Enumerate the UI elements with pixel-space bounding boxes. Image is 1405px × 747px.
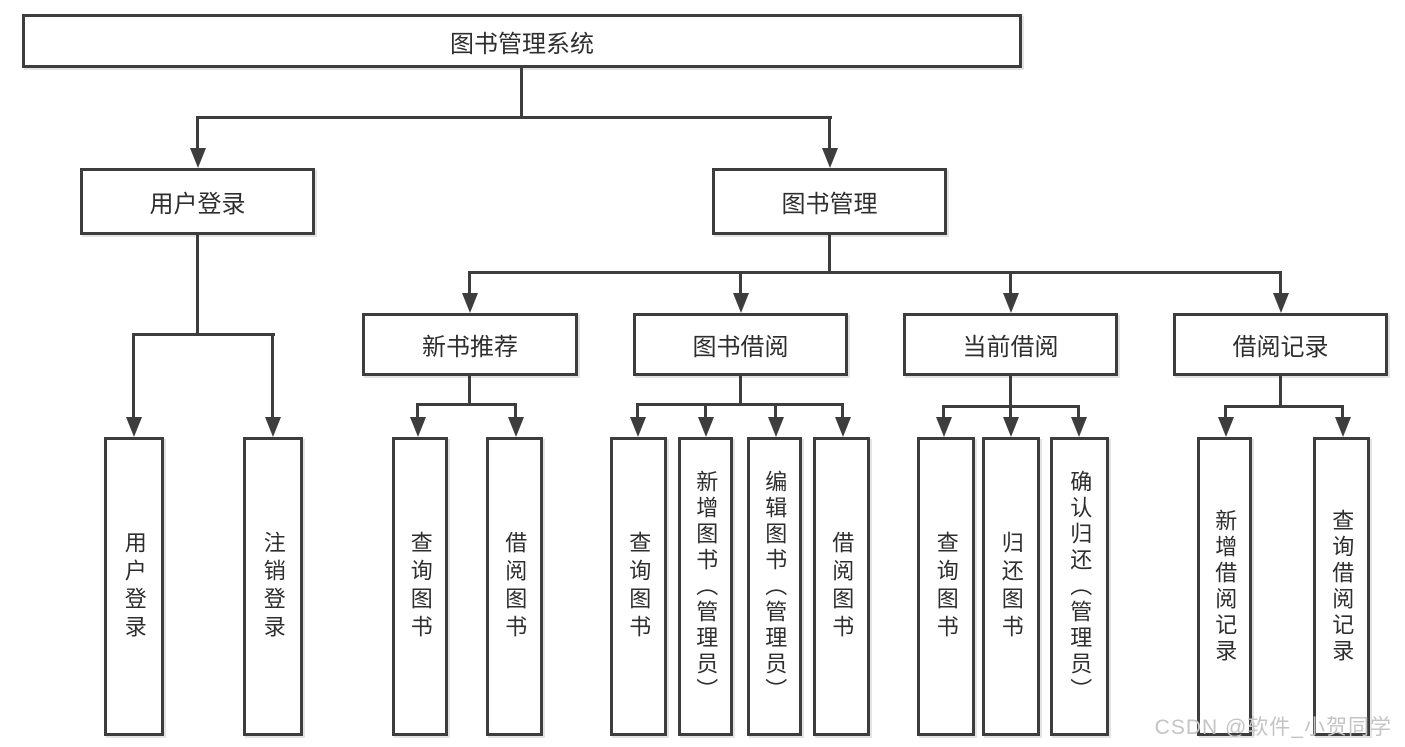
node-current-query-book: 查询图书 — [917, 437, 975, 736]
csdn-watermark: CSDN @软件_小贺同学 — [1154, 716, 1392, 739]
arrow-down-icon — [1003, 293, 1019, 313]
node-label: 注销登录 — [260, 530, 286, 643]
arrow-down-icon — [835, 417, 851, 437]
arrow-down-icon — [126, 417, 142, 437]
connector-line — [1009, 273, 1012, 293]
node-user-login: 用户登录 — [80, 168, 315, 235]
connector-line — [132, 335, 135, 417]
connector-line — [514, 405, 517, 417]
connector-line — [468, 273, 471, 293]
node-book-borrow: 图书借阅 — [633, 313, 848, 376]
connector-line — [132, 333, 275, 336]
node-records-query-record: 查询借阅记录 — [1313, 437, 1370, 736]
connector-line — [828, 235, 831, 273]
arrow-down-icon — [936, 417, 952, 437]
node-current-confirm-return-admin: 确认归还（管理员） — [1050, 437, 1109, 736]
node-current-borrow: 当前借阅 — [903, 313, 1118, 376]
node-login: 用户登录 — [104, 437, 164, 736]
arrow-down-icon — [1218, 417, 1234, 437]
connector-line — [1341, 407, 1344, 417]
arrow-down-icon — [822, 148, 838, 168]
connector-line — [416, 405, 419, 417]
node-label: 查询图书 — [407, 530, 433, 643]
node-new-book-recommend: 新书推荐 — [362, 313, 578, 376]
connector-line — [1009, 376, 1012, 407]
node-label: 查询借阅记录 — [1329, 508, 1355, 665]
node-label: 归还图书 — [998, 530, 1024, 643]
node-logout: 注销登录 — [243, 437, 303, 736]
node-borrow-edit-book-admin: 编辑图书（管理员） — [747, 437, 802, 736]
arrow-down-icon — [1003, 417, 1019, 437]
connector-line — [1224, 405, 1344, 408]
connector-line — [1009, 407, 1012, 417]
connector-line — [416, 403, 517, 406]
connector-line — [1279, 376, 1282, 407]
node-label: 确认归还（管理员） — [1067, 469, 1093, 704]
connector-line — [774, 405, 777, 417]
arrow-down-icon — [410, 417, 426, 437]
arrow-down-icon — [265, 417, 281, 437]
connector-line — [520, 68, 523, 118]
connector-line — [468, 376, 471, 405]
connector-line — [841, 405, 844, 417]
arrow-down-icon — [1071, 417, 1087, 437]
connector-line — [636, 405, 639, 417]
connector-line — [468, 271, 1282, 274]
node-label: 查询图书 — [626, 530, 652, 643]
connector-line — [1077, 407, 1080, 417]
node-current-return-book: 归还图书 — [982, 437, 1040, 736]
connector-line — [636, 403, 844, 406]
node-label: 编辑图书（管理员） — [762, 469, 788, 704]
connector-line — [271, 335, 274, 417]
connector-line — [739, 273, 742, 293]
connector-line — [942, 405, 1080, 408]
connector-line — [196, 235, 199, 335]
connector-line — [828, 118, 831, 148]
node-recommend-query-book: 查询图书 — [392, 437, 448, 736]
connector-line — [704, 405, 707, 417]
node-book-management: 图书管理 — [712, 168, 947, 235]
arrow-down-icon — [768, 417, 784, 437]
arrow-down-icon — [1335, 417, 1351, 437]
node-borrow-query-book: 查询图书 — [610, 437, 667, 736]
arrow-down-icon — [508, 417, 524, 437]
node-root: 图书管理系统 — [22, 14, 1022, 68]
node-label: 用户登录 — [121, 530, 147, 643]
connector-line — [1279, 273, 1282, 293]
node-label: 借阅图书 — [502, 530, 528, 643]
node-records-add-record: 新增借阅记录 — [1197, 437, 1252, 736]
connector-line — [1224, 407, 1227, 417]
arrow-down-icon — [462, 293, 478, 313]
connector-line — [196, 118, 199, 148]
node-label: 新增借阅记录 — [1212, 508, 1238, 665]
node-recommend-borrow-book: 借阅图书 — [486, 437, 543, 736]
connector-line — [739, 376, 742, 405]
node-label: 新增图书（管理员） — [693, 469, 719, 704]
connector-line — [942, 407, 945, 417]
arrow-down-icon — [630, 417, 646, 437]
arrow-down-icon — [190, 148, 206, 168]
arrow-down-icon — [1273, 293, 1289, 313]
arrow-down-icon — [698, 417, 714, 437]
node-label: 查询图书 — [933, 530, 959, 643]
connector-line — [196, 116, 832, 119]
arrow-down-icon — [733, 293, 749, 313]
node-label: 借阅图书 — [829, 530, 855, 643]
node-borrow-records: 借阅记录 — [1173, 313, 1388, 376]
node-borrow-borrow-book: 借阅图书 — [813, 437, 870, 736]
node-borrow-add-book-admin: 新增图书（管理员） — [678, 437, 733, 736]
